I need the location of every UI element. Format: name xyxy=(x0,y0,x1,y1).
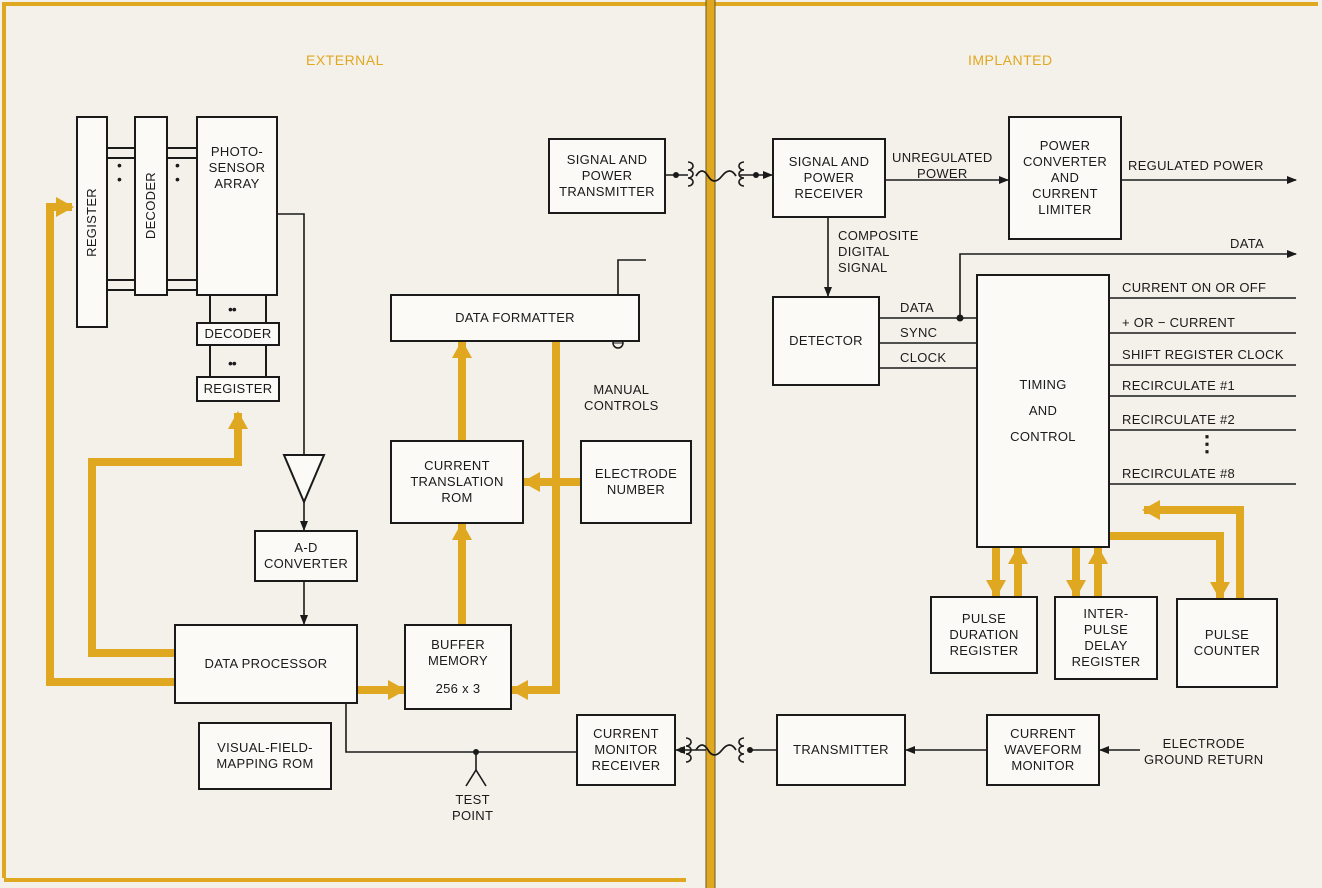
pulse-counter-block: PULSE COUNTER xyxy=(1176,598,1278,688)
center-divider xyxy=(706,0,715,888)
decoder-dots-2: •• xyxy=(175,157,180,187)
composite-digital-signal-label: COMPOSITE DIGITAL SIGNAL xyxy=(838,228,919,275)
sync-signal-label: SYNC xyxy=(900,325,938,340)
visual-field-mapping-rom-block: VISUAL-FIELD- MAPPING ROM xyxy=(198,722,332,790)
recirculate-ellipsis: ⋮ xyxy=(1196,431,1219,456)
plus-minus-current-label: + OR − CURRENT xyxy=(1122,315,1236,330)
recirculate-1-label: RECIRCULATE #1 xyxy=(1122,378,1236,393)
regulated-power-label: REGULATED POWER xyxy=(1128,158,1264,173)
detector-block: DETECTOR xyxy=(772,296,880,386)
electrode-ground-return-label: ELECTRODE GROUND RETURN xyxy=(1144,736,1264,767)
bus-processor-to-register xyxy=(46,197,174,686)
buffer-size-label: 256 x 3 xyxy=(435,681,481,696)
decoder-block: DECODER xyxy=(134,116,168,296)
decoder-small-dots: •• xyxy=(228,301,237,317)
bus-formatter-to-buffer xyxy=(510,324,560,700)
decoder-dots-1: •• xyxy=(117,157,122,187)
current-waveform-monitor-block: CURRENT WAVEFORM MONITOR xyxy=(986,714,1100,786)
decoder-small-block: DECODER xyxy=(196,322,280,346)
interpulse-delay-register-block: INTER- PULSE DELAY REGISTER xyxy=(1054,596,1158,680)
recirculate-8-label: RECIRCULATE #8 xyxy=(1122,466,1236,481)
transmitter-block: TRANSMITTER xyxy=(776,714,906,786)
amplifier-triangle xyxy=(282,454,326,505)
shift-register-clock-label: SHIFT REGISTER CLOCK xyxy=(1122,347,1284,362)
ad-converter-block: A-D CONVERTER xyxy=(254,530,358,582)
test-point-label: TEST POINT xyxy=(452,792,494,823)
register-small-dots: •• xyxy=(228,355,237,371)
clock-signal-label: CLOCK xyxy=(900,350,947,365)
bus-timing-to-counter xyxy=(1110,532,1230,600)
coupling-coils-bottom xyxy=(685,737,745,763)
unregulated-power-label: UNREGULATED POWER xyxy=(892,150,993,181)
signal-power-transmitter-block: SIGNAL AND POWER TRANSMITTER xyxy=(548,138,666,214)
bus-counter-to-timing xyxy=(1142,500,1244,598)
header-implanted: IMPLANTED xyxy=(968,52,1053,68)
data-signal-label: DATA xyxy=(900,300,934,315)
buffer-memory-label: BUFFER MEMORY xyxy=(427,637,489,668)
current-on-off-label: CURRENT ON OR OFF xyxy=(1122,280,1267,295)
data-formatter-block: DATA FORMATTER xyxy=(390,294,640,342)
buffer-memory-block: BUFFER MEMORY 256 x 3 xyxy=(404,624,512,710)
current-translation-rom-block: CURRENT TRANSLATION ROM xyxy=(390,440,524,524)
bus-processor-to-small-register xyxy=(88,411,248,657)
data-output-label: DATA xyxy=(1230,236,1264,251)
manual-controls-label: MANUAL CONTROLS xyxy=(584,382,659,413)
data-processor-block: DATA PROCESSOR xyxy=(174,624,358,704)
register-small-block: REGISTER xyxy=(196,376,280,402)
pulse-duration-register-block: PULSE DURATION REGISTER xyxy=(930,596,1038,674)
register-block: REGISTER xyxy=(76,116,108,328)
recirculate-2-label: RECIRCULATE #2 xyxy=(1122,412,1236,427)
current-monitor-receiver-block: CURRENT MONITOR RECEIVER xyxy=(576,714,676,786)
electrode-number-block: ELECTRODE NUMBER xyxy=(580,440,692,524)
header-external: EXTERNAL xyxy=(306,52,384,68)
timing-and-control-block: TIMING AND CONTROL xyxy=(976,274,1110,548)
photosensor-array-block: PHOTO- SENSOR ARRAY xyxy=(196,116,278,296)
power-converter-block: POWER CONVERTER AND CURRENT LIMITER xyxy=(1008,116,1122,240)
signal-power-receiver-block: SIGNAL AND POWER RECEIVER xyxy=(772,138,886,218)
coupling-coils-top xyxy=(687,161,745,187)
